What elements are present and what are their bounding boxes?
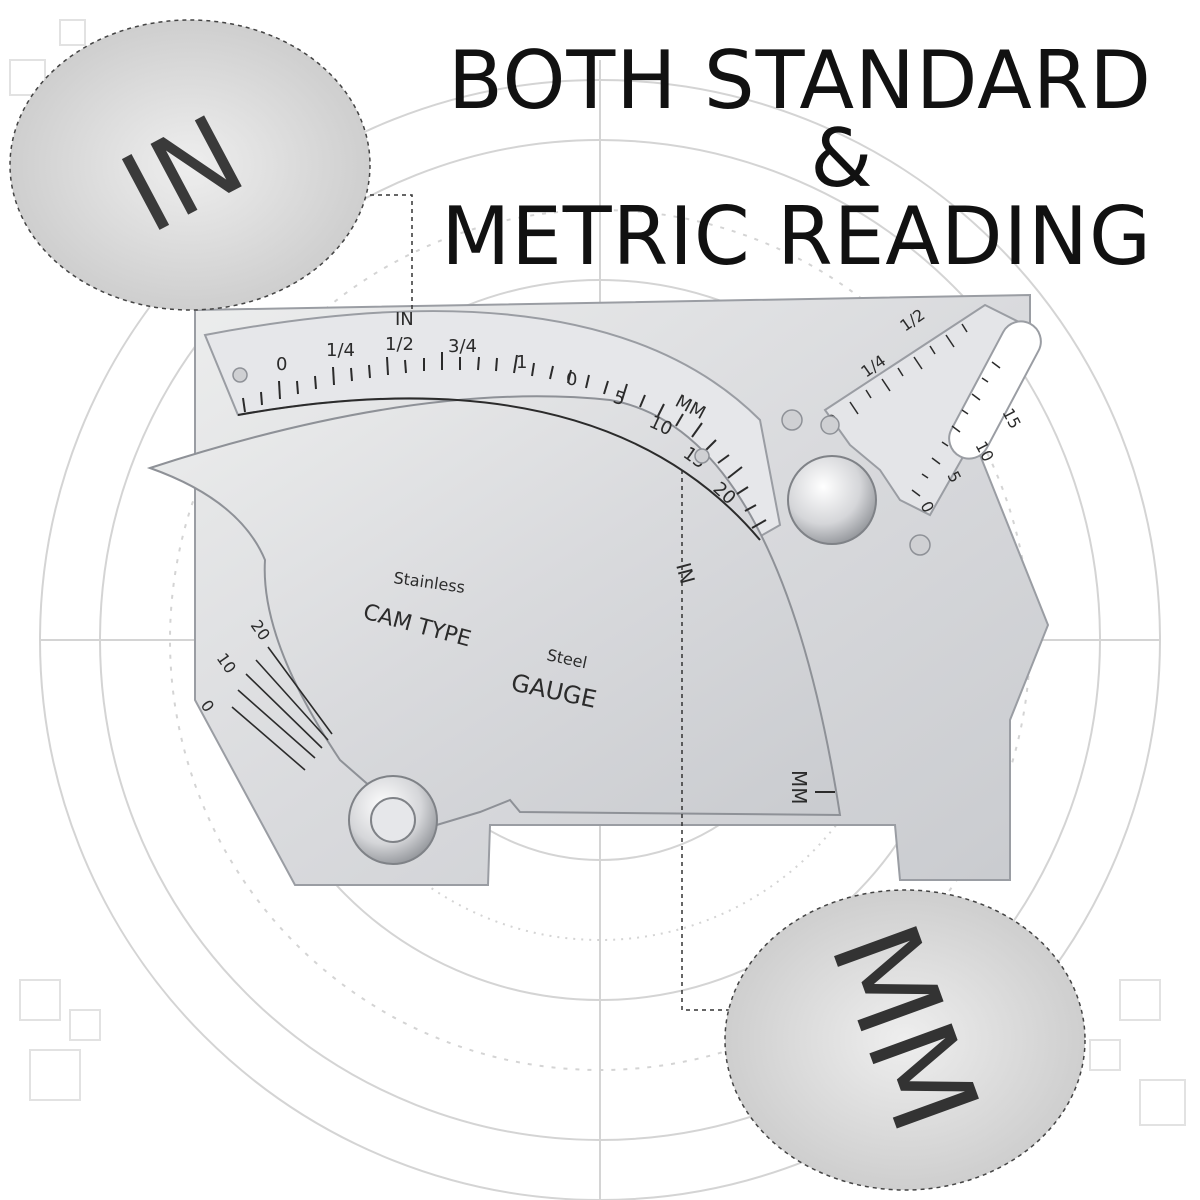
headline: BOTH STANDARD & METRIC READING bbox=[432, 38, 1152, 280]
inch-mark-0: 0 bbox=[276, 354, 287, 375]
thumb-knob bbox=[787, 455, 877, 545]
inch-mark-half: 1/2 bbox=[385, 334, 414, 355]
headline-line-1: BOTH STANDARD bbox=[447, 34, 1152, 127]
headline-line-2: METRIC READING bbox=[441, 190, 1152, 283]
inch-mark-three-quarter: 3/4 bbox=[448, 336, 477, 357]
top-scale-baseline bbox=[237, 397, 761, 541]
rivet-top-left bbox=[232, 367, 248, 383]
mm-mark-0: 0 bbox=[566, 369, 577, 390]
inch-mark-quarter: 1/4 bbox=[326, 340, 355, 361]
rivet-arc bbox=[694, 448, 710, 464]
side-unit-mm: MM bbox=[787, 770, 811, 805]
rivet-right-3 bbox=[909, 534, 931, 556]
top-scale-ticks bbox=[242, 352, 767, 529]
headline-ampersand: & bbox=[810, 112, 874, 205]
callout-leaders bbox=[370, 194, 730, 1011]
rivet-right-2 bbox=[820, 415, 840, 435]
top-scale-unit-in: IN bbox=[395, 309, 414, 330]
inch-mark-1: 1 bbox=[516, 352, 527, 373]
zoom-callout-in: IN bbox=[9, 19, 371, 311]
zoom-callout-mm: MM bbox=[724, 889, 1086, 1191]
pivot-center bbox=[370, 797, 416, 843]
rivet-right-1 bbox=[781, 409, 803, 431]
